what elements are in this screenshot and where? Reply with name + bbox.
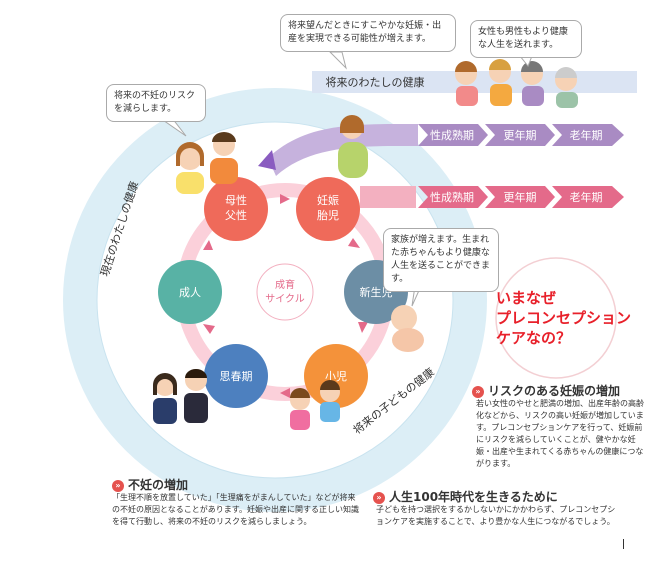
band-top-label: 性成熟期 [430, 128, 474, 142]
chevron-right-icon: » [472, 386, 484, 398]
puberty-node [204, 344, 268, 408]
family-bubble: 家族が増えます。生まれた赤ちゃんもより健康な人生を送ることができます。 [383, 228, 499, 292]
pregnancy-label-1: 妊娠 [317, 193, 339, 207]
century-section-body: 子どもを持つ選択をするかしないかにかかわらず、プレコンセプションケアを実施するこ… [376, 505, 616, 526]
chevron-right-icon: » [373, 492, 385, 504]
puberty-label: 思春期 [220, 370, 253, 383]
infertility-section-body: 「生理不順を放置していた」「生理痛をがまんしていた」などが将来の不妊の原因となる… [112, 493, 359, 526]
family-future-illustration [455, 59, 578, 108]
question-circle [495, 257, 617, 379]
bubble-tail [328, 51, 347, 70]
outer-ring-edge [96, 121, 454, 479]
risk-section-title: » リスクのある妊娠の増加 [472, 382, 652, 399]
band-top-label: 老年期 [570, 128, 603, 142]
pregnant-woman-illustration [338, 115, 368, 178]
pink-band-head [360, 186, 416, 208]
cycle-arrow [203, 324, 215, 334]
cycle-arrow [280, 194, 290, 204]
purple-band-seg-2 [485, 124, 555, 146]
text-cursor [623, 539, 624, 549]
purple-arrow-head [258, 150, 276, 170]
my-future-health-label: 将来のわたしの健康 [326, 75, 425, 89]
infertility-section-title: » 不妊の増加 [112, 476, 352, 493]
baby-illustration [391, 305, 424, 352]
adult-label: 成人 [179, 286, 201, 299]
cycle-center-line-2: サイクル [265, 293, 305, 305]
healthy-pregnancy-bubble: 将来望んだときにすこやかな妊娠・出産を実現できる可能性が増えます。 [280, 14, 456, 52]
century-title-text: 人生100年時代を生きるために [389, 490, 558, 504]
risk-title-text: リスクのある妊娠の増加 [488, 384, 621, 398]
pregnancy-node [296, 177, 360, 241]
cycle-arrows [203, 194, 368, 398]
cycle-center [256, 263, 314, 321]
purple-band-seg-1 [418, 124, 488, 146]
band-bottom-label: 更年期 [504, 190, 537, 204]
parents-label-1: 母性 [225, 193, 247, 207]
infertility-title-text: 不妊の増加 [128, 478, 189, 492]
purple-band-head [388, 124, 418, 146]
child-label: 小児 [325, 370, 347, 383]
question-line: プレコンセプション [496, 309, 632, 327]
purple-band-seg-3 [552, 124, 624, 146]
question-line: ケアなの？ [496, 329, 572, 347]
healthy-life-bubble: 女性も男性もより健康な人生を送れます。 [470, 20, 582, 58]
century-section-title: » 人生100年時代を生きるために [373, 488, 643, 505]
pregnancy-label-2: 胎児 [317, 208, 339, 222]
band-bottom-label: 性成熟期 [430, 190, 474, 204]
infertility-risk-bubble: 将来の不妊のリスクを減らします。 [106, 84, 206, 122]
students-illustration [153, 369, 208, 424]
band-top-label: 更年期 [504, 128, 537, 142]
band-bottom-label: 老年期 [570, 190, 603, 204]
cycle-arrow [280, 388, 290, 398]
purple-band-curve [268, 124, 395, 176]
outer-ring [63, 88, 487, 512]
pink-band-seg-3 [552, 186, 624, 208]
parents-illustration [176, 132, 238, 194]
why-preconception-care-question: いまなぜ プレコンセプション ケアなの？ [496, 288, 636, 348]
cycle-arrow [358, 322, 368, 333]
cycle-arrow [203, 240, 213, 250]
children-illustration [290, 380, 340, 430]
adult-node [158, 260, 222, 324]
cycle-center-line-1: 成育 [275, 278, 295, 291]
parents-label-2: 父性 [225, 208, 247, 222]
question-line: いまなぜ [496, 289, 557, 307]
pink-band-seg-2 [485, 186, 555, 208]
risk-section-body: 若い女性のやせと肥満の増加、出産年齢の高齢化などから、リスクの高い妊娠が増加して… [476, 399, 644, 468]
parents-node [204, 177, 268, 241]
pink-band-seg-1 [418, 186, 488, 208]
chevron-right-icon: » [112, 480, 124, 492]
cycle-arrow [348, 238, 360, 248]
